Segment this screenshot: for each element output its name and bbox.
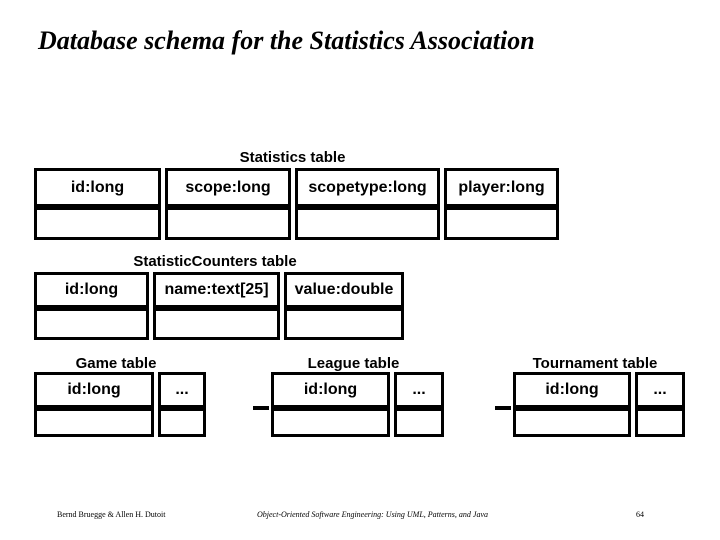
column-header-cell: player:long [444, 168, 559, 207]
league-divider-tick [253, 406, 269, 410]
empty-row-cell [271, 408, 390, 437]
empty-row-cell [284, 308, 404, 340]
column-header-cell: ... [158, 372, 206, 408]
column-header-cell: scope:long [165, 168, 291, 207]
league-table-label: League table [307, 355, 400, 372]
column-header-cell: name:text[25] [153, 272, 280, 308]
empty-row-cell [158, 408, 206, 437]
column-header-cell: id:long [34, 372, 154, 408]
empty-row-cell [34, 308, 149, 340]
empty-row-cell [635, 408, 685, 437]
league-table: id:long ... [267, 372, 448, 437]
tournament-table: id:long ... [509, 372, 689, 437]
statistic-counters-table-label: StatisticCounters table [133, 253, 297, 270]
empty-row-cell [444, 207, 559, 240]
column-header-cell: id:long [513, 372, 631, 408]
column-header-cell: id:long [34, 272, 149, 308]
footer-page-number: 64 [636, 510, 644, 519]
statistics-header-row: id:long scope:long scopetype:long player… [34, 168, 559, 207]
empty-row-cell [394, 408, 444, 437]
column-header-cell: value:double [284, 272, 404, 308]
empty-row-cell [295, 207, 440, 240]
tournament-header-row: id:long ... [513, 372, 685, 408]
statistic-counters-header-row: id:long name:text[25] value:double [34, 272, 404, 308]
tournament-empty-row [513, 408, 685, 437]
statistic-counters-table: id:long name:text[25] value:double [30, 272, 408, 340]
empty-row-cell [513, 408, 631, 437]
tournament-divider-tick [495, 406, 511, 410]
footer-authors: Bernd Bruegge & Allen H. Dutoit [57, 510, 166, 519]
column-header-cell: scopetype:long [295, 168, 440, 207]
league-empty-row [271, 408, 444, 437]
game-empty-row [34, 408, 206, 437]
game-table: id:long ... [30, 372, 210, 437]
column-header-cell: ... [635, 372, 685, 408]
empty-row-cell [34, 408, 154, 437]
statistics-empty-row [34, 207, 559, 240]
tournament-table-label: Tournament table [532, 355, 658, 372]
game-header-row: id:long ... [34, 372, 206, 408]
statistics-table: id:long scope:long scopetype:long player… [30, 168, 563, 240]
column-header-cell: ... [394, 372, 444, 408]
column-header-cell: id:long [271, 372, 390, 408]
footer-book-title: Object-Oriented Software Engineering: Us… [257, 510, 488, 519]
column-header-cell: id:long [34, 168, 161, 207]
statistics-table-label: Statistics table [239, 149, 346, 166]
statistic-counters-empty-row [34, 308, 404, 340]
empty-row-cell [34, 207, 161, 240]
empty-row-cell [165, 207, 291, 240]
league-header-row: id:long ... [271, 372, 444, 408]
slide-title: Database schema for the Statistics Assoc… [38, 26, 535, 55]
game-table-label: Game table [75, 355, 157, 372]
empty-row-cell [153, 308, 280, 340]
